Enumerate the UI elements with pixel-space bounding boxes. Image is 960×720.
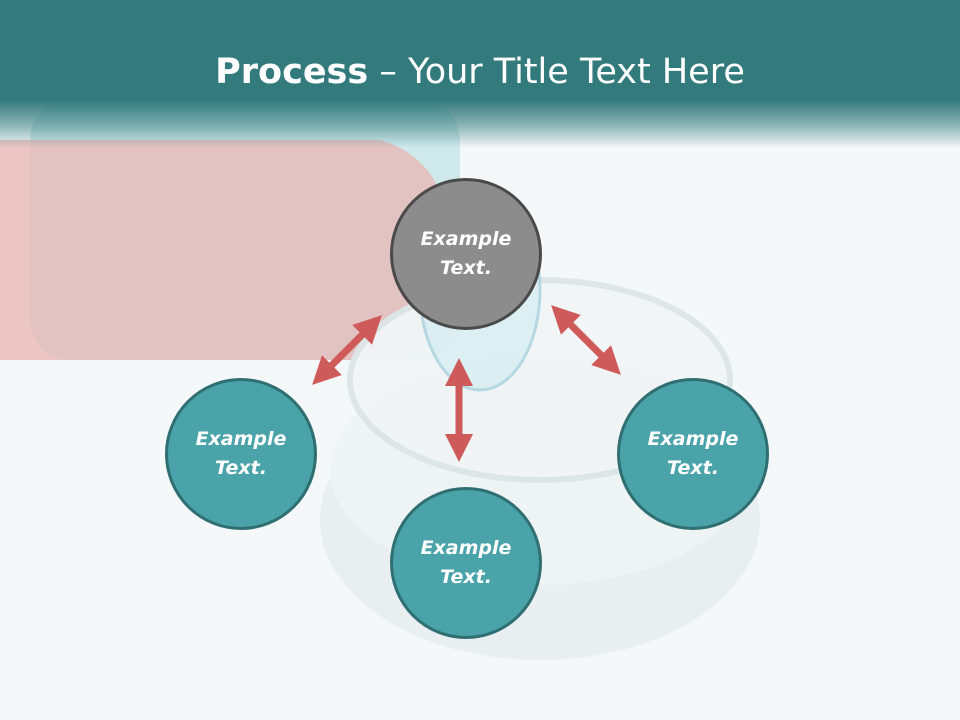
node-top-label: Example Text. — [420, 228, 512, 279]
node-right: Example Text. — [617, 378, 769, 530]
node-bottom: Example Text. — [390, 487, 542, 639]
node-left: Example Text. — [165, 378, 317, 530]
node-right-label: Example Text. — [647, 428, 739, 479]
node-top: Example Text. — [390, 178, 542, 330]
title-rest: – Your Title Text Here — [368, 52, 745, 92]
node-bottom-label: Example Text. — [420, 537, 512, 588]
page-title: Process – Your Title Text Here — [0, 52, 960, 92]
title-bold: Process — [215, 52, 369, 92]
title-bar — [0, 0, 960, 148]
arrow-top-left — [312, 315, 382, 385]
arrow-top-right — [551, 305, 621, 375]
node-left-label: Example Text. — [195, 428, 287, 479]
